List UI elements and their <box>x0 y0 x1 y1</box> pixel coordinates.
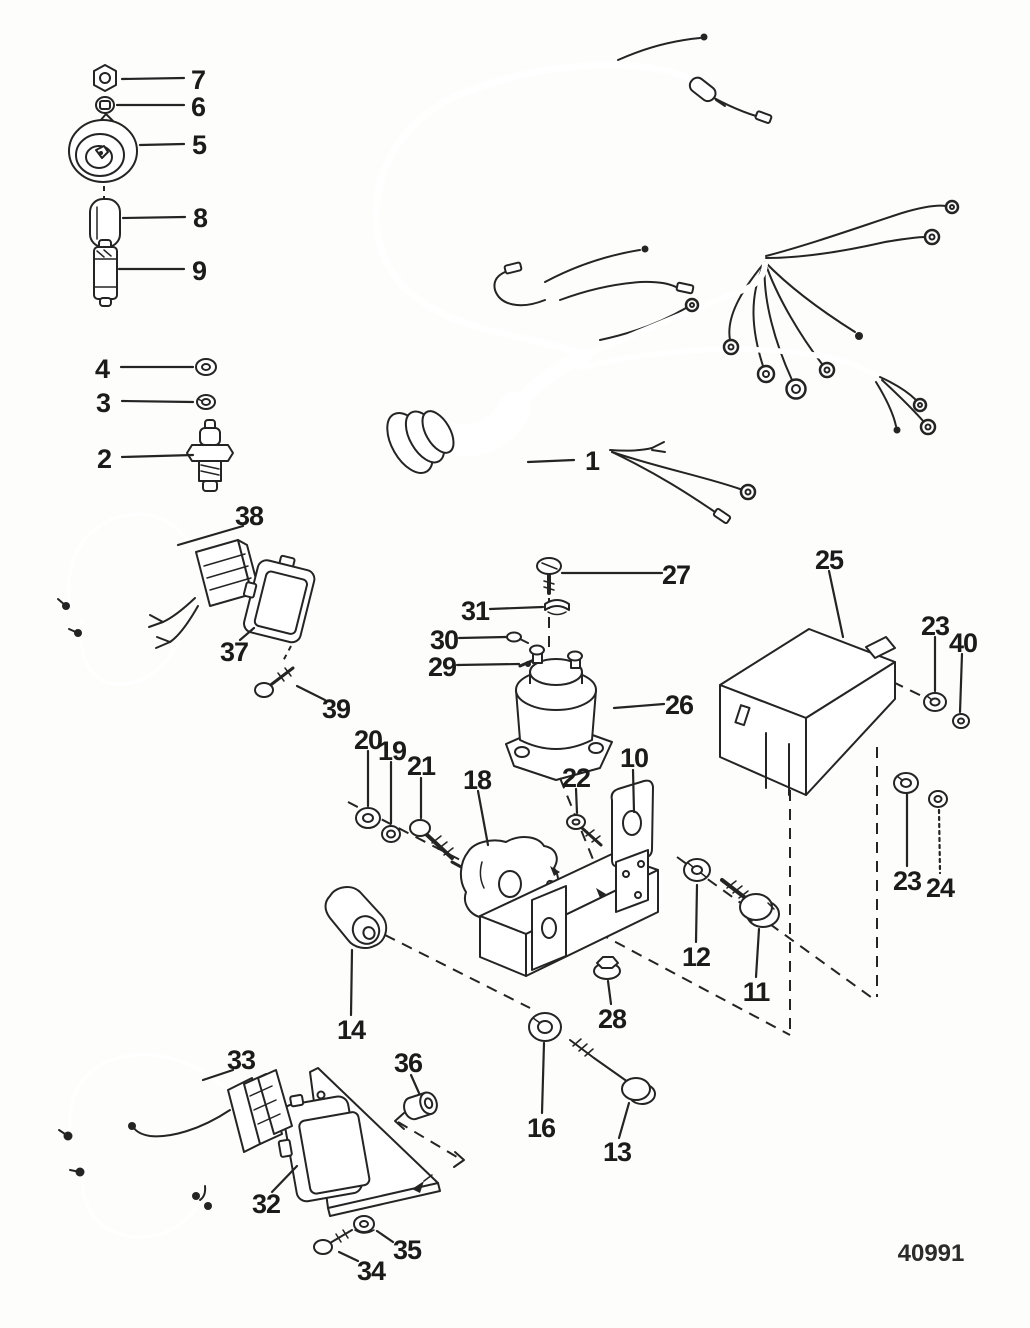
callout-23b: 23 <box>893 866 922 896</box>
part-33-wire-assembly <box>58 1053 231 1239</box>
callout-38: 38 <box>235 501 264 531</box>
part-36-bushing <box>403 1091 438 1121</box>
callout-30: 30 <box>430 625 458 655</box>
callout-11: 11 <box>743 977 771 1007</box>
callout-12: 12 <box>682 942 710 972</box>
part-27-screw <box>536 557 562 595</box>
part-20-nut <box>355 807 381 829</box>
part-21-bolt <box>409 819 454 860</box>
part-28-nut <box>593 956 621 980</box>
callout-24: 24 <box>926 873 955 903</box>
part-5-buzzer <box>68 113 138 199</box>
part-33-connector <box>227 1069 293 1153</box>
part-14-roller <box>324 886 388 949</box>
callout-36: 36 <box>394 1048 423 1078</box>
callout-7: 7 <box>191 65 205 95</box>
callout-10: 10 <box>620 743 648 773</box>
callout-28: 28 <box>598 1004 627 1034</box>
callout-31: 31 <box>461 596 490 626</box>
callout-4: 4 <box>95 354 110 384</box>
part-3-washer <box>196 394 216 410</box>
part-16-washer <box>528 1012 562 1042</box>
part-40-washer <box>952 713 970 729</box>
spade-terminals <box>503 110 773 525</box>
callout-23a: 23 <box>921 611 950 641</box>
part-23-washer-lower <box>893 772 919 794</box>
part-22-bolt <box>566 814 603 847</box>
callout-13: 13 <box>603 1137 632 1167</box>
part-25-cover <box>719 628 896 796</box>
part-12-washer <box>683 858 711 882</box>
part-2-temperature-sender <box>186 419 234 492</box>
callout-19: 19 <box>378 736 407 766</box>
part-23-washer-upper <box>923 692 947 712</box>
part-30-clip <box>506 631 529 644</box>
part-26-solenoid <box>505 644 613 781</box>
callout-25: 25 <box>815 545 844 575</box>
ring-terminals <box>641 33 960 501</box>
callout-22: 22 <box>562 763 590 793</box>
callout-39: 39 <box>322 694 351 724</box>
part-32-module <box>277 1093 371 1203</box>
part-37-module <box>242 554 316 644</box>
callout-32: 32 <box>252 1189 280 1219</box>
part-11-bolt <box>720 878 780 928</box>
callout-26: 26 <box>665 690 694 720</box>
harness-plug <box>386 410 455 474</box>
part-7-hex-nut <box>93 64 117 92</box>
callout-1: 1 <box>585 446 600 476</box>
part-19-washer <box>381 825 401 843</box>
callout-20: 20 <box>354 725 382 755</box>
callout-18: 18 <box>463 765 492 795</box>
callout-3: 3 <box>96 388 111 418</box>
part-1-wiring-harness <box>372 33 960 525</box>
callout-21: 21 <box>407 751 436 781</box>
callout-5: 5 <box>192 130 207 160</box>
part-6-nut <box>95 96 115 114</box>
callout-29: 29 <box>428 652 457 682</box>
callout-35: 35 <box>393 1235 422 1265</box>
callout-9: 9 <box>192 256 207 286</box>
callout-33: 33 <box>227 1045 256 1075</box>
callout-6: 6 <box>191 92 206 122</box>
figure-number: 40991 <box>898 1240 965 1267</box>
part-29-clip <box>518 658 536 668</box>
bullet-connector <box>688 76 717 103</box>
callout-37: 37 <box>220 637 248 667</box>
part-24-washer <box>928 790 948 808</box>
callout-40: 40 <box>949 628 977 658</box>
callout-27: 27 <box>662 560 690 590</box>
callout-34: 34 <box>357 1256 386 1286</box>
callout-2: 2 <box>97 444 111 474</box>
leader-lines <box>115 76 964 1263</box>
callout-16: 16 <box>527 1113 556 1143</box>
part-10-bracket <box>479 779 659 977</box>
part-9-fuse <box>93 239 118 307</box>
callout-14: 14 <box>337 1015 366 1045</box>
part-31-clip <box>544 599 570 616</box>
part-13-bolt <box>569 1038 656 1105</box>
callout-8: 8 <box>193 203 208 233</box>
part-39-screw <box>254 645 295 698</box>
part-35-nut <box>353 1215 375 1234</box>
part-34-screw <box>313 1229 353 1255</box>
part-4-nut <box>195 358 217 376</box>
